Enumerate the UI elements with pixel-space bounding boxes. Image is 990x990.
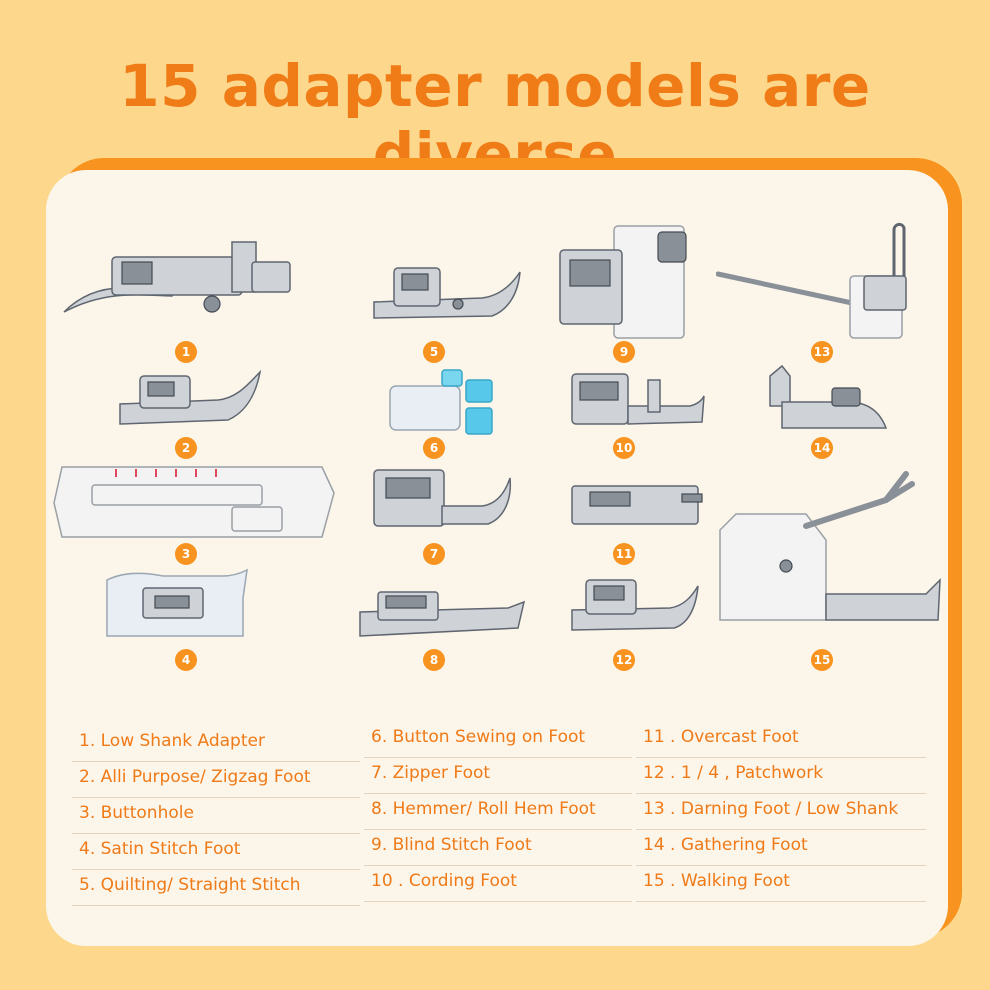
legend-item: 15 . Walking Foot	[636, 866, 926, 902]
satin-stitch-foot-image	[106, 568, 248, 637]
badge-10: 10	[613, 437, 635, 459]
page-title: 15 adapter models are diverse	[119, 52, 871, 188]
walking-foot-image	[719, 471, 941, 621]
gathering-foot-image	[769, 364, 888, 429]
badge-12: 12	[613, 649, 635, 671]
legend-item: 9. Blind Stitch Foot	[364, 830, 632, 866]
cording-foot-image	[571, 373, 705, 425]
badge-4: 4	[175, 649, 197, 671]
legend-item: 8. Hemmer/ Roll Hem Foot	[364, 794, 632, 830]
badge-6: 6	[423, 437, 445, 459]
legend-item: 7. Zipper Foot	[364, 758, 632, 794]
badge-5: 5	[423, 341, 445, 363]
legend-item: 10 . Cording Foot	[364, 866, 632, 902]
badge-8: 8	[423, 649, 445, 671]
badge-2: 2	[175, 437, 197, 459]
badge-14: 14	[811, 437, 833, 459]
legend-column-3: 11 . Overcast Foot 12 . 1 / 4 , Patchwor…	[636, 722, 926, 902]
badge-11: 11	[613, 543, 635, 565]
buttonhole-foot-image	[53, 466, 335, 538]
legend-item: 3. Buttonhole	[72, 798, 360, 834]
legend-item: 2. Alli Purpose/ Zigzag Foot	[72, 762, 360, 798]
legend-item: 1. Low Shank Adapter	[72, 726, 360, 762]
low-shank-adapter-image	[63, 241, 291, 313]
badge-15: 15	[811, 649, 833, 671]
hemmer-foot-image	[359, 591, 526, 637]
legend-item: 4. Satin Stitch Foot	[72, 834, 360, 870]
blind-stitch-foot-image	[559, 225, 687, 339]
badge-9: 9	[613, 341, 635, 363]
legend-item: 12 . 1 / 4 , Patchwork	[636, 758, 926, 794]
darning-foot-image	[716, 222, 907, 339]
legend-item: 5. Quilting/ Straight Stitch	[72, 870, 360, 906]
legend-item: 14 . Gathering Foot	[636, 830, 926, 866]
badge-1: 1	[175, 341, 197, 363]
button-sewing-foot-image	[389, 369, 493, 435]
zigzag-foot-image	[119, 369, 262, 425]
legend-item: 13 . Darning Foot / Low Shank	[636, 794, 926, 830]
zipper-foot-image	[373, 469, 512, 527]
legend-item: 11 . Overcast Foot	[636, 722, 926, 758]
badge-13: 13	[811, 341, 833, 363]
legend-item: 6. Button Sewing on Foot	[364, 722, 632, 758]
badge-3: 3	[175, 543, 197, 565]
patchwork-foot-image	[571, 579, 699, 631]
legend-column-1: 1. Low Shank Adapter 2. Alli Purpose/ Zi…	[72, 726, 360, 906]
badge-7: 7	[423, 543, 445, 565]
overcast-foot-image	[571, 485, 703, 525]
quilting-foot-image	[373, 267, 521, 319]
legend-column-2: 6. Button Sewing on Foot 7. Zipper Foot …	[364, 722, 632, 902]
